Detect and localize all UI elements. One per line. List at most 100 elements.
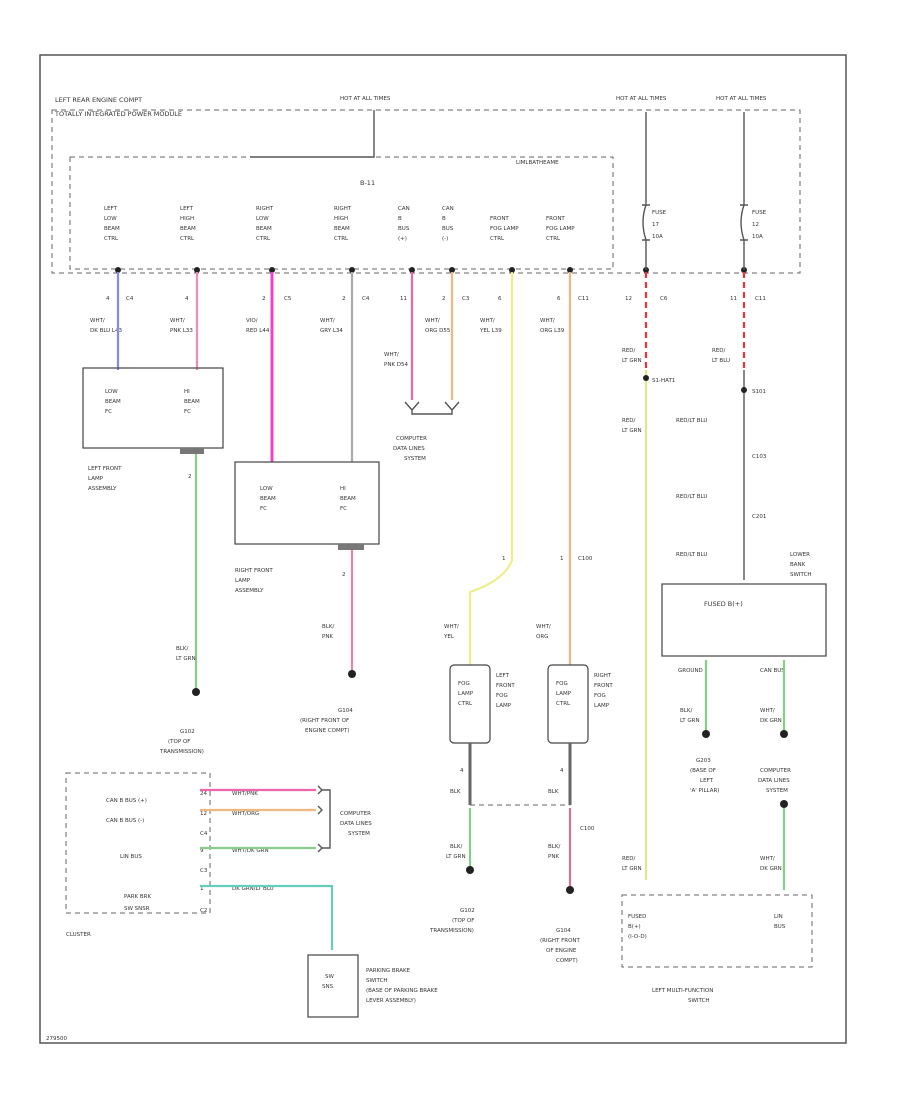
output-label-line: CTRL <box>490 236 505 242</box>
diagram-frame <box>39 54 847 1044</box>
ground-dot <box>780 800 788 808</box>
switch-label: SW <box>325 974 334 980</box>
lamp-name: LEFT FRONT <box>88 466 122 472</box>
module-name: TOTALLY INTEGRATED POWER MODULE <box>54 110 182 118</box>
lamp-name: LAMP <box>88 476 104 482</box>
pin-dot <box>567 267 573 273</box>
output-label-line: BEAM <box>180 226 196 232</box>
cd-label: COMPUTER <box>760 768 791 774</box>
pin-dot <box>409 267 415 273</box>
lamp-label: HI <box>340 486 346 492</box>
output-label-line: (+) <box>398 236 407 242</box>
pin-group-label: CAN BUS <box>760 668 785 674</box>
cluster-wire: WHT/PNK <box>232 791 258 797</box>
connector-arrows <box>317 785 323 853</box>
connector-id: C3 <box>462 296 470 302</box>
fuse-block-label: B-11 <box>360 179 375 187</box>
pin-number: 2 <box>442 296 446 302</box>
output-label-line: FOG LAMP <box>546 226 575 232</box>
fog-ctrl-label: LAMP <box>458 691 474 697</box>
ground-dot <box>466 866 474 874</box>
cluster-name: CLUSTER <box>66 932 91 938</box>
pin-number: 2 <box>262 296 266 302</box>
ground-label: ENGINE COMPT) <box>305 728 350 734</box>
cluster-row-label: PARK BRK <box>124 894 151 900</box>
module-wires <box>116 272 746 880</box>
ground-label: G102 <box>180 729 195 735</box>
pin-number: 2 <box>342 296 346 302</box>
output-label-line: CTRL <box>256 236 271 242</box>
wire-color: BLK/ <box>450 844 462 850</box>
module-internal-label: LIMLBATHEAME <box>516 160 559 166</box>
panel-label: LOWER <box>790 552 810 558</box>
right-front-lamp: LOW BEAM FC HI BEAM FC RIGHT FRONT LAMP … <box>234 461 380 734</box>
wire-color: PNK L33 <box>170 328 193 334</box>
cluster-pin: C4 <box>200 831 208 837</box>
ground-dot <box>702 730 710 738</box>
wire-color: BLK/ <box>176 646 188 652</box>
fuse-name: FUSE <box>652 210 667 216</box>
lamp-label: BEAM <box>340 496 356 502</box>
right-fog-box <box>547 664 589 744</box>
ground-label: LEFT <box>700 778 714 784</box>
wire-color: GRY L34 <box>320 328 343 334</box>
output-label-line: HIGH <box>180 216 194 222</box>
wire-color: RED/LT BLU <box>676 552 707 558</box>
hot-label-3: HOT AT ALL TIMES <box>716 96 767 102</box>
wire-color: BLK <box>548 789 559 795</box>
output-col-1: LEFT HIGH BEAM CTRL <box>180 206 196 242</box>
fog-name: LAMP <box>496 703 512 709</box>
lamp-label: BEAM <box>184 399 200 405</box>
wire-color: WHT/ <box>540 318 555 324</box>
cd-label: COMPUTER <box>396 436 427 442</box>
pin-dot <box>194 267 200 273</box>
left-front-lamp: LOW BEAM FC HI BEAM FC LEFT FRONT LAMP A… <box>82 367 224 755</box>
fuse-12-symbol <box>740 112 748 270</box>
wire-cluster-park <box>200 884 334 950</box>
output-col-5: CAN B BUS (-) <box>442 206 454 242</box>
lmfs-label: BUS <box>774 924 786 930</box>
wire-color: BLK/ <box>548 844 560 850</box>
fused-label: FUSED B(+) <box>704 600 743 608</box>
lamp-label: BEAM <box>105 399 121 405</box>
output-col-4: CAN B BUS (+) <box>398 206 410 242</box>
output-label-line: LOW <box>256 216 269 222</box>
lower-bank-box <box>661 583 827 657</box>
output-label-line: LEFT <box>104 206 118 212</box>
cd-label: DATA LINES <box>340 821 372 827</box>
wire-color: RED/ <box>622 418 636 424</box>
pin-number: 6 <box>557 296 561 302</box>
wire-color: RED/LT BLU <box>676 494 707 500</box>
pin-number: 1 <box>502 556 506 562</box>
wire-color: BLK <box>450 789 461 795</box>
pin-dot <box>115 267 121 273</box>
ground-dot <box>780 730 788 738</box>
cd-bracket <box>322 789 331 849</box>
wire-color: LT GRN <box>622 866 642 872</box>
cluster-row-label: SW SNSR <box>124 906 150 912</box>
right-side-circuit: RED/ LT GRN S1-HAT1 RED/ LT GRN RED/ LT … <box>621 348 827 1004</box>
ground-label: (TOP OF <box>452 918 474 924</box>
ground-label: TRANSMISSION) <box>429 928 474 934</box>
output-label-line: CTRL <box>104 236 119 242</box>
fuse-number: 12 <box>752 222 759 228</box>
output-label-line: CAN <box>398 206 410 212</box>
panel-label: SWITCH <box>790 572 812 578</box>
output-label-line: CTRL <box>180 236 195 242</box>
lmfs-label: (I-O-D) <box>628 934 647 940</box>
output-label-line: BEAM <box>104 226 120 232</box>
wire-color: WHT/ <box>536 624 551 630</box>
wire-color: LT GRN <box>176 656 196 662</box>
wire-color: BLK/ <box>322 624 334 630</box>
cluster-pin: 9 <box>200 848 204 854</box>
module-outline <box>51 109 801 274</box>
cd-label: DATA LINES <box>758 778 790 784</box>
lamp-name: ASSEMBLY <box>88 486 117 492</box>
wire-color: RED/ <box>622 348 636 354</box>
output-col-7: FRONT FOG LAMP CTRL <box>546 216 575 242</box>
ground-label: G104 <box>338 708 353 714</box>
cluster-wire: DK GRN/LT BLU <box>232 886 274 892</box>
pin-number: 1 <box>560 556 564 562</box>
ground-label: TRANSMISSION) <box>159 749 204 755</box>
output-col-3: RIGHT HIGH BEAM CTRL <box>334 206 352 242</box>
